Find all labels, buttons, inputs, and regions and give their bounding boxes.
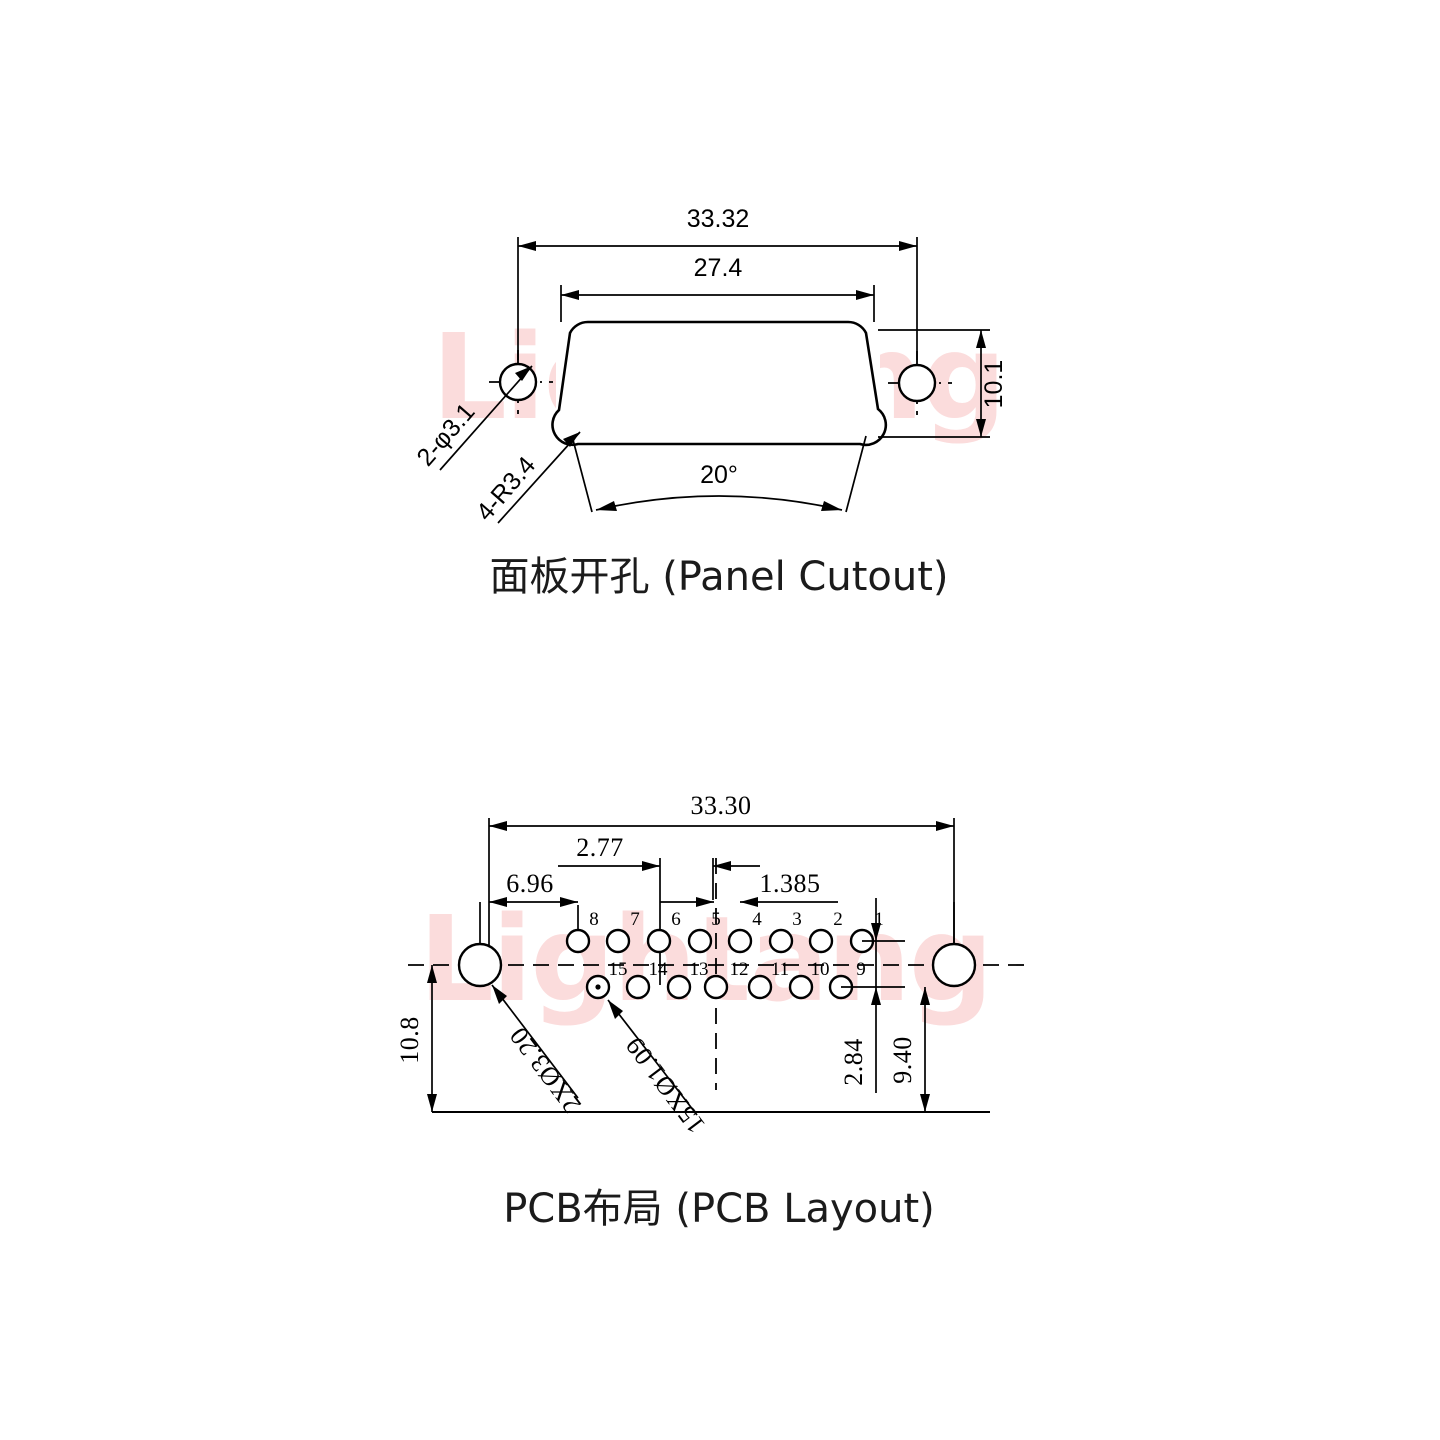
dimension-33-32: 33.32 — [517, 205, 918, 360]
pin-label-12: 12 — [730, 959, 749, 980]
pin-label-13: 13 — [690, 959, 709, 980]
dimension-2-77: 2.77 — [558, 833, 760, 985]
pin-label-1: 1 — [874, 909, 884, 930]
dimension-6-96: 6.96 — [489, 869, 579, 940]
leader-label-15x-phi1-09: 15XØ1.09 — [620, 1031, 711, 1139]
pcb-mounting-hole-right — [931, 902, 977, 988]
watermark-text-bottom: Lightang — [419, 890, 992, 1028]
pin-label-8: 8 — [589, 909, 599, 930]
dimension-label-2-77: 2.77 — [576, 833, 624, 862]
leader-label-2x-phi3-20: 2XØ3.20 — [504, 1022, 587, 1119]
dimension-20-deg: 20° — [571, 435, 867, 513]
dimension-label-9-40: 9.40 — [888, 1036, 917, 1084]
dimension-label-10-8: 10.8 — [395, 1016, 424, 1064]
pin-label-11: 11 — [771, 959, 789, 980]
pin-label-3: 3 — [792, 909, 802, 930]
dimension-9-40: 9.40 — [888, 987, 930, 1112]
dimension-label-6-96: 6.96 — [506, 869, 554, 898]
pin-label-4: 4 — [752, 909, 762, 930]
pin-label-2: 2 — [833, 909, 843, 930]
dimension-33-30: 33.30 — [488, 791, 955, 948]
pin-label-15: 15 — [609, 959, 628, 980]
pin-label-10: 10 — [811, 959, 830, 980]
pcb-layout-caption: PCB布局 (PCB Layout) — [503, 1186, 935, 1232]
dimension-10-1: 10.1 — [878, 329, 1008, 438]
pin-label-14: 14 — [649, 959, 669, 980]
pcb-mounting-hole-left — [457, 902, 503, 988]
dimension-1-385: 1.385 — [660, 869, 838, 907]
pcb-layout-view: 33.30 2.77 6.96 — [395, 791, 1030, 1139]
leader-4-r3-4: 4-R3.4 — [471, 431, 581, 526]
dimension-10-8: 10.8 — [395, 965, 437, 1112]
pcb-pin-labels-upper: 8 7 6 5 4 3 2 1 — [589, 909, 884, 930]
pin-label-9: 9 — [856, 959, 866, 980]
dimension-2-84: 2.84 — [839, 898, 905, 1093]
dimension-label-2-84: 2.84 — [839, 1038, 868, 1086]
dimension-label-20-deg: 20° — [700, 461, 738, 489]
dimension-label-10-1: 10.1 — [980, 360, 1008, 409]
pcb-pin-row-upper — [565, 928, 875, 954]
pin-label-7: 7 — [630, 909, 640, 930]
panel-mounting-hole-right — [888, 351, 952, 415]
dimension-label-27-4: 27.4 — [694, 254, 743, 282]
dimension-label-33-30: 33.30 — [691, 791, 752, 820]
panel-cutout-caption: 面板开孔 (Panel Cutout) — [489, 554, 948, 600]
pin-label-6: 6 — [671, 909, 681, 930]
dimension-label-33-32: 33.32 — [687, 205, 750, 233]
pcb-pin-labels-lower: 15 14 13 12 11 10 9 — [609, 959, 866, 980]
pin-label-5: 5 — [711, 909, 721, 930]
panel-cutout-dsub-shape — [551, 320, 888, 447]
dimension-label-1-385: 1.385 — [760, 869, 821, 898]
